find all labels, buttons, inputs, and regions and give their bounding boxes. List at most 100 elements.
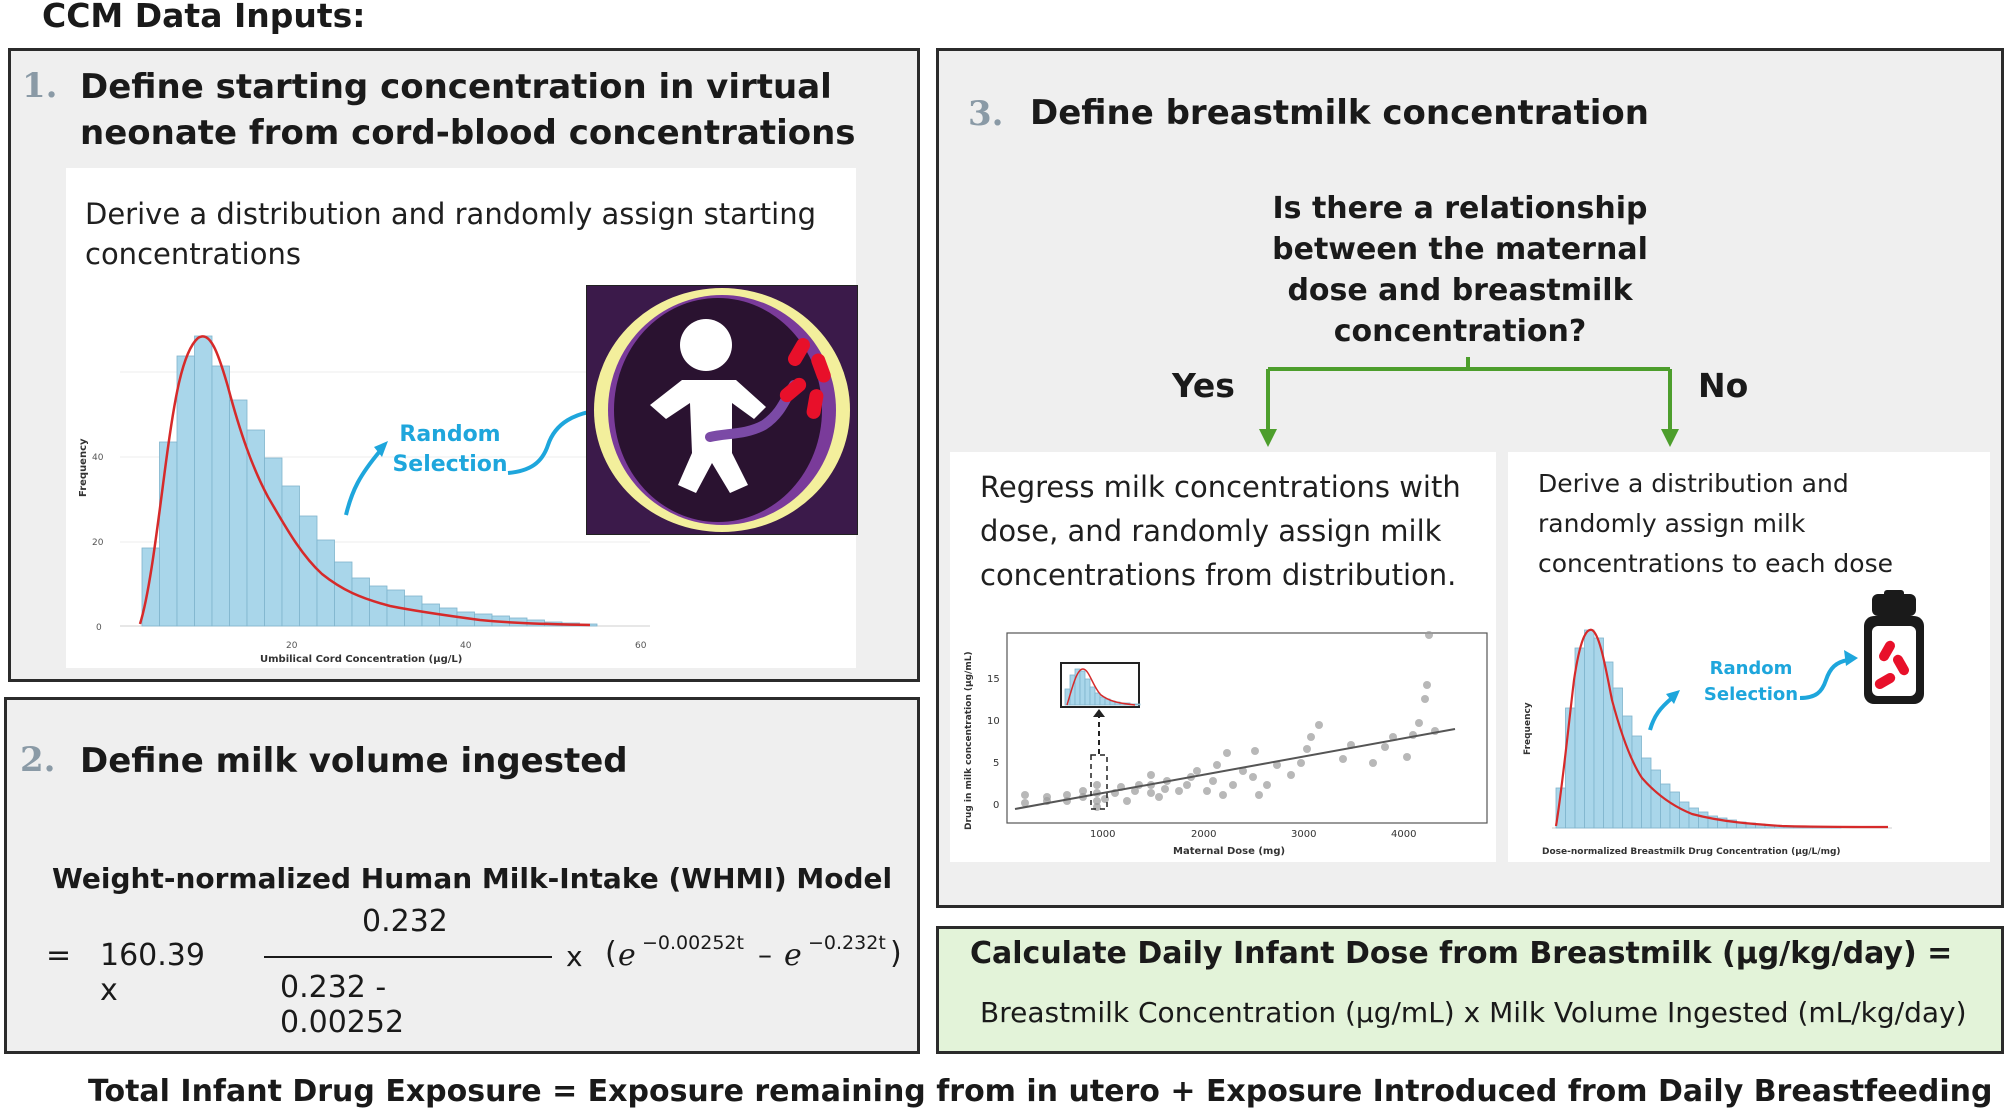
histogram-bar: [316, 539, 335, 627]
histogram-bar: [1089, 686, 1096, 706]
histogram-bar: [1660, 783, 1671, 829]
scatter-point: [1287, 771, 1295, 779]
histogram-bar: [246, 429, 265, 627]
scatter-point: [1239, 767, 1247, 775]
scatter-point: [1131, 787, 1139, 795]
panel1-title-line1: Define starting concentration in virtual: [80, 67, 832, 107]
question-line-4: concentration?: [1333, 314, 1587, 349]
no-text-line-3: concentrations to each dose: [1538, 549, 1893, 578]
scatter-point: [1263, 781, 1271, 789]
eq-coefficient: 160.39 x: [100, 938, 205, 1008]
histogram-bar: [334, 561, 353, 627]
hist2-xlabel: Dose-normalized Breastmilk Drug Concentr…: [1542, 847, 1841, 857]
random-selection-arrow-2: [1648, 650, 1858, 731]
histogram-bar: [1134, 703, 1141, 706]
scatter-point: [1423, 681, 1431, 689]
hist1-xtick-1: 40: [460, 641, 472, 651]
panel1-desc-line2: concentrations: [85, 237, 301, 271]
eq-paren-open: (: [605, 936, 617, 971]
dose-concentration-scatter: 0 5 10 15 1000 2000 3000 4000 Drug in mi…: [964, 631, 1488, 857]
baby-head: [680, 319, 732, 371]
random-label-line2: Selection: [392, 452, 508, 477]
scatter-point: [1093, 781, 1101, 789]
hist1-xtick-2: 60: [635, 641, 647, 651]
histogram-bar: [1631, 735, 1642, 829]
panel2-title: Define milk volume ingested: [80, 741, 628, 781]
histogram-bar: [211, 365, 230, 627]
eq-exponent2: −0.232t: [808, 932, 886, 954]
eq-denominator: 0.232 - 0.00252: [280, 970, 405, 1040]
scatter-point: [1273, 761, 1281, 769]
scatter-point: [1155, 793, 1163, 801]
panel3-number: 3.: [968, 94, 1004, 134]
histogram-bar: [1698, 811, 1709, 829]
random-selection-label-1: Random Selection: [385, 420, 515, 480]
panel3-title: Define breastmilk concentration: [1030, 93, 1649, 133]
hist1-xlabel: Umbilical Cord Concentration (µg/L): [260, 654, 462, 665]
neonate-illustration: [586, 285, 858, 535]
hist1-xtick-0: 20: [286, 641, 298, 651]
scatter-xlabel: Maternal Dose (mg): [1173, 846, 1285, 857]
scatter-point: [1403, 753, 1411, 761]
eq-exponent1: −0.00252t: [642, 932, 744, 954]
scatter-xtick-3: 4000: [1391, 829, 1416, 840]
inset-curve: [1066, 668, 1136, 706]
scatter-point: [1315, 721, 1323, 729]
no-text-line-2: randomly assign milk: [1538, 509, 1806, 538]
scatter-points: [1021, 631, 1439, 811]
histogram-bar: [141, 547, 160, 627]
panel1-number: 1.: [22, 66, 58, 106]
eq-e1: e: [618, 938, 636, 973]
histogram-bar: [1593, 637, 1604, 829]
panel1-title-line2: neonate from cord-blood concentrations: [80, 113, 856, 153]
no-label: No: [1698, 366, 1749, 405]
scatter-point: [1381, 743, 1389, 751]
scatter-ytick-1: 5: [993, 758, 999, 769]
histogram-bar: [299, 515, 318, 627]
question-line-1: Is there a relationship: [1272, 191, 1648, 226]
histogram-bar: [1669, 791, 1680, 829]
cord-concentration-histogram: 0 20 40 20 40 60 Frequency Umbilical Cor…: [78, 335, 650, 665]
hist1-ytick-1: 20: [92, 538, 104, 548]
random2-label-line1: Random: [1709, 658, 1793, 679]
decision-tree-connector: [1259, 357, 1679, 447]
histogram-bar: [1099, 696, 1106, 706]
no-text-line-1: Derive a distribution and: [1538, 469, 1849, 498]
eq-minus: –: [758, 938, 772, 971]
histogram-bar: [351, 577, 370, 627]
scatter-point: [1249, 773, 1257, 781]
scatter-point: [1219, 791, 1227, 799]
density-curve: [138, 335, 591, 627]
scatter-point: [1093, 797, 1101, 805]
yes-label: Yes: [1172, 366, 1235, 405]
histogram-bar: [1641, 757, 1652, 829]
pill-icons: [779, 338, 831, 419]
hist1-ylabel: Frequency: [78, 438, 89, 497]
arrow-to-label: [344, 449, 382, 516]
histogram-bar: [1603, 661, 1614, 829]
histogram-bar: [1094, 692, 1101, 706]
hist1-ytick-2: 40: [92, 453, 104, 463]
scatter-xtick-1: 2000: [1191, 829, 1216, 840]
hist1-ytick-0: 0: [96, 623, 102, 633]
header-title: CCM Data Inputs:: [42, 0, 366, 35]
histogram-bar: [1565, 707, 1576, 829]
regression-line: [1014, 728, 1456, 810]
scatter-point: [1425, 631, 1433, 639]
daily-dose-box: [936, 926, 2004, 1054]
scatter-point: [1079, 787, 1087, 795]
eq-equals: =: [46, 938, 72, 973]
scatter-point: [1303, 745, 1311, 753]
milk-bottle-icon: [1864, 590, 1924, 704]
scatter-point: [1175, 787, 1183, 795]
scatter-point: [1021, 791, 1029, 799]
eq-e2: e: [784, 938, 802, 973]
histogram-bar: [1574, 647, 1585, 829]
relationship-question: Is there a relationship between the mate…: [1240, 188, 1680, 352]
scatter-ytick-3: 15: [987, 674, 1000, 685]
scatter-point: [1229, 781, 1237, 789]
scatter-point: [1297, 759, 1305, 767]
scatter-point: [1161, 785, 1169, 793]
scatter-point: [1063, 791, 1071, 799]
yes-text-line-1: Regress milk concentrations with: [980, 470, 1461, 504]
